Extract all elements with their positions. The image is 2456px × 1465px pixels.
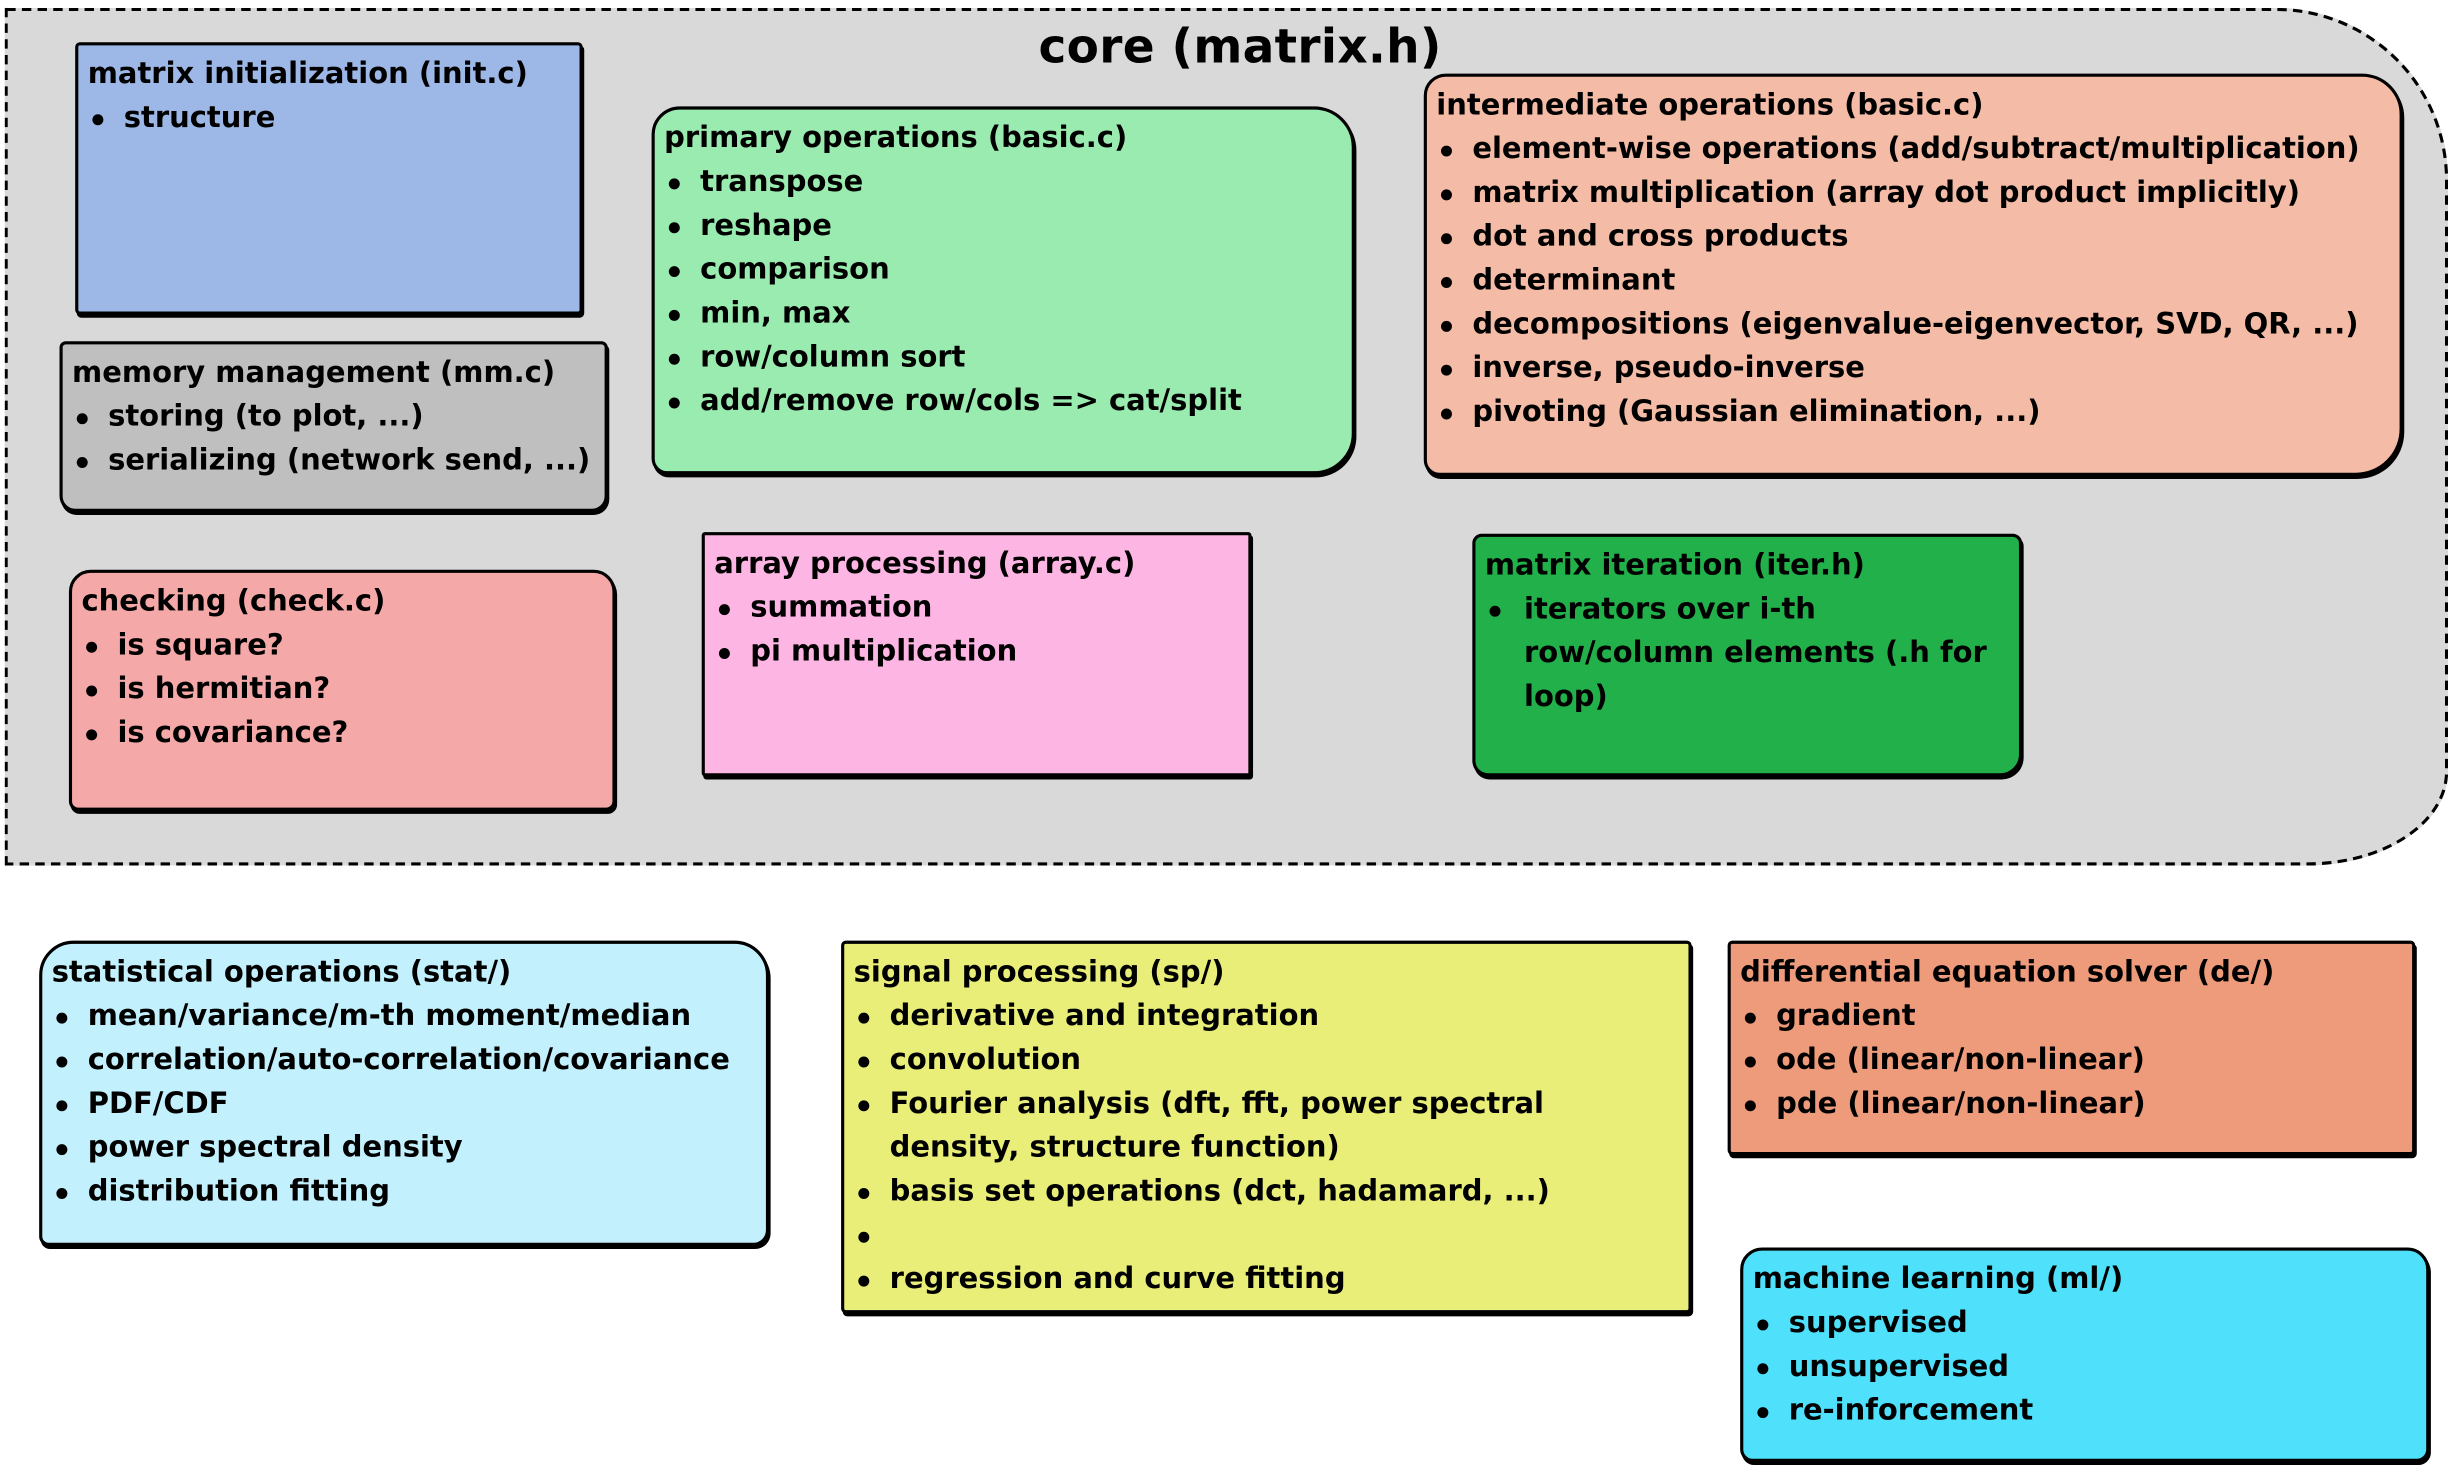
item-list: storing (to plot, ...)serializing (netwo… (72, 396, 595, 484)
list-item: supervised (1753, 1302, 2417, 1346)
list-item: element-wise operations (add/subtract/mu… (1436, 128, 2390, 172)
list-item: re-inforcement (1753, 1390, 2417, 1434)
list-item: distribution fitting (52, 1171, 757, 1215)
list-item: mean/variance/m-th moment/median (52, 995, 757, 1039)
list-item: is hermitian? (81, 668, 603, 712)
list-item: add/remove row/cols => cat/split (664, 380, 1342, 424)
list-item: gradient (1740, 995, 2403, 1039)
box-title: matrix initialization (init.c) (87, 57, 528, 91)
list-item: is covariance? (81, 712, 603, 756)
intermediate-operations-box: intermediate operations (basic.c) elemen… (1423, 73, 2403, 476)
item-list: iterators over i-th row/column elements … (1485, 589, 2010, 720)
item-list: is square?is hermitian?is covariance? (81, 625, 603, 756)
core-module-title: core (matrix.h) (1038, 20, 1442, 76)
signal-processing-box: signal processing (sp/) derivative and i… (841, 940, 1692, 1314)
list-item: row/column sort (664, 337, 1342, 381)
list-item: iterators over i-th row/column elements … (1485, 589, 2010, 720)
checking-box: checking (check.c) is square?is hermitia… (68, 569, 616, 811)
list-item: structure (88, 97, 570, 141)
list-item: PDF/CDF (52, 1083, 757, 1127)
list-item: matrix multiplication (array dot product… (1436, 172, 2390, 216)
list-item: inverse, pseudo-inverse (1436, 347, 2390, 391)
list-item: determinant (1436, 260, 2390, 304)
box-title: machine learning (ml/) (1752, 1263, 2124, 1296)
list-item: derivative and integration (854, 995, 1679, 1039)
memory-management-box: memory management (mm.c) storing (to plo… (59, 341, 608, 512)
matrix-iteration-box: matrix iteration (iter.h) iterators over… (1472, 533, 2023, 777)
list-item: transpose (664, 161, 1342, 205)
box-title: primary operations (basic.c) (664, 122, 1128, 155)
box-title: signal processing (sp/) (853, 956, 1225, 990)
list-item (854, 1215, 1679, 1259)
list-item: ode (linear/non-linear) (1740, 1039, 2403, 1083)
list-item: is square? (81, 625, 603, 669)
matrix-initialization-box: matrix initialization (init.c) structure (75, 42, 583, 315)
list-item: reshape (664, 205, 1342, 249)
item-list: structure (88, 97, 570, 141)
differential-equation-solver-box: differential equation solver (de/) gradi… (1727, 940, 2416, 1156)
list-item: summation (714, 587, 1239, 631)
box-title: memory management (mm.c) (72, 356, 556, 390)
list-item: convolution (854, 1039, 1679, 1083)
box-title: statistical operations (stat/) (51, 956, 512, 990)
item-list: element-wise operations (add/subtract/mu… (1436, 128, 2390, 435)
box-title: intermediate operations (basic.c) (1436, 89, 1984, 123)
list-item: basis set operations (dct, hadamard, ...… (854, 1171, 1679, 1215)
list-item: Fourier analysis (dft, fft, power spectr… (854, 1083, 1679, 1171)
box-title: matrix iteration (iter.h) (1484, 549, 1865, 583)
list-item: pi multiplication (714, 631, 1239, 675)
list-item: pivoting (Gaussian elimination, ...) (1436, 391, 2390, 435)
list-item: serializing (network send, ...) (72, 440, 595, 484)
list-item: unsupervised (1753, 1346, 2417, 1390)
list-item: correlation/auto-correlation/covariance (52, 1039, 757, 1083)
list-item: pde (linear/non-linear) (1740, 1083, 2403, 1127)
statistical-operations-box: statistical operations (stat/) mean/vari… (39, 940, 770, 1246)
list-item: min, max (664, 293, 1342, 337)
list-item: power spectral density (52, 1127, 757, 1171)
list-item: decompositions (eigenvalue-eigenvector, … (1436, 304, 2390, 348)
box-title: differential equation solver (de/) (1740, 956, 2275, 990)
box-title: checking (check.c) (81, 585, 386, 619)
list-item: storing (to plot, ...) (72, 396, 595, 440)
list-item: regression and curve fitting (854, 1258, 1679, 1302)
list-item: comparison (664, 249, 1342, 293)
list-item: dot and cross products (1436, 216, 2390, 260)
box-title: array processing (array.c) (714, 547, 1136, 581)
